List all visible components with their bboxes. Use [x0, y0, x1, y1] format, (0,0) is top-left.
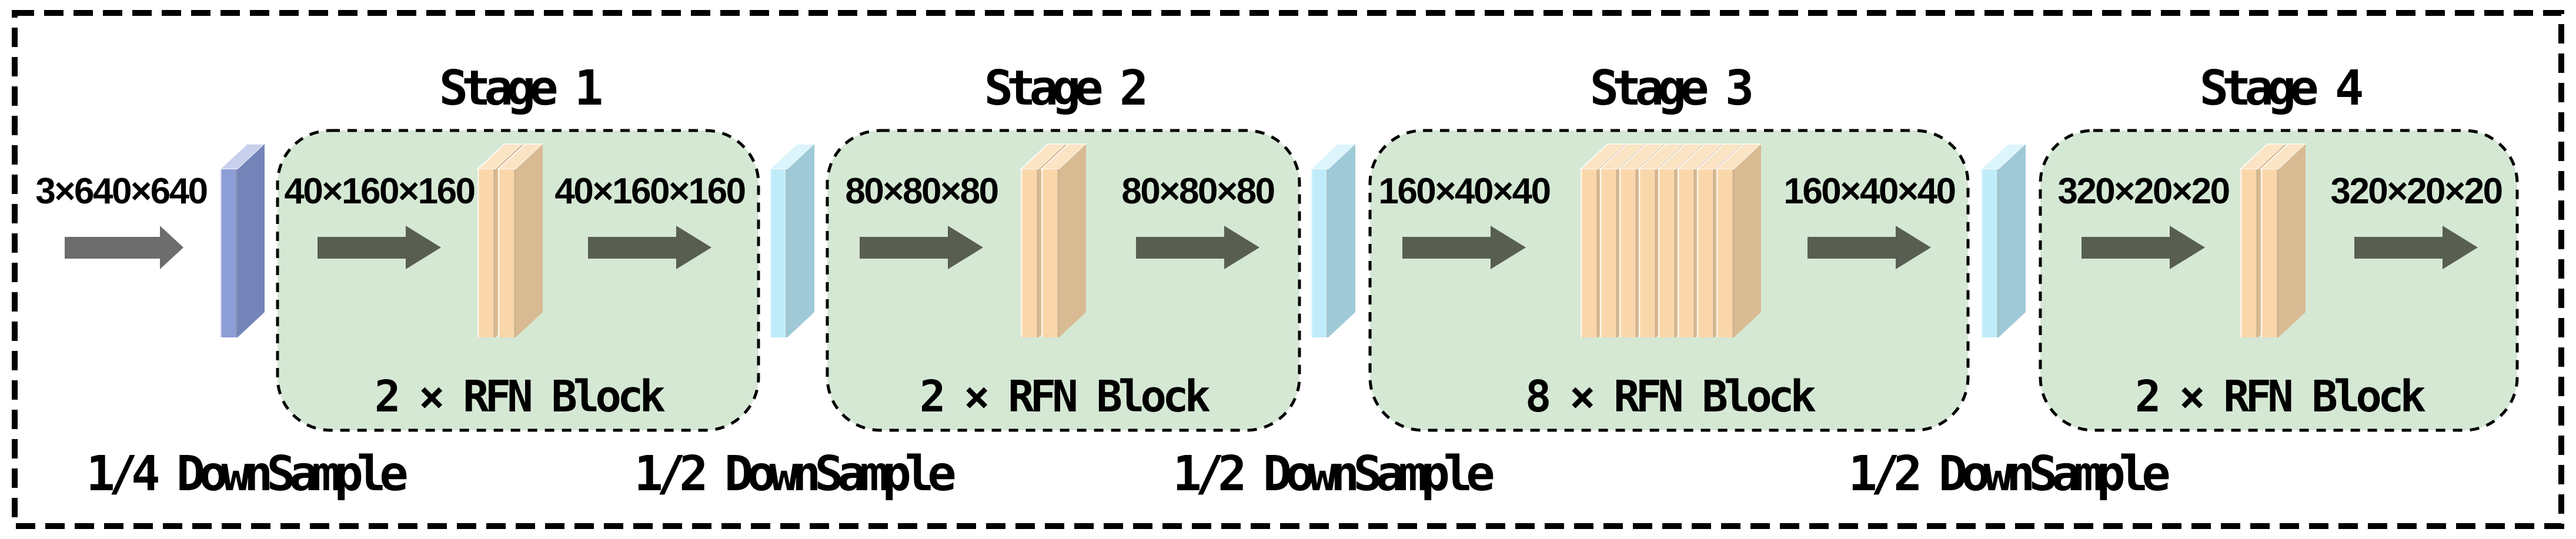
stage-2-arrow-out-icon: [1136, 226, 1259, 269]
stage-3-input-dim: 160×40×40: [1378, 171, 1549, 212]
downsample-label-4: 1/2 DownSample: [1848, 446, 2169, 502]
stage-2-output-dim: 80×80×80: [1121, 171, 1274, 212]
stage-4-arrow-in-icon: [2081, 226, 2205, 269]
stage-4-arrow-out-icon: [2354, 226, 2478, 269]
stage-1-blocks-label: 2 × RFN Block: [375, 371, 666, 422]
stage-1-output-dim: 40×160×160: [554, 171, 744, 212]
stage-2-rfn-slabs: [1020, 143, 1087, 338]
input-dim-label: 3×640×640: [35, 171, 206, 212]
stem-downsample-slab: [219, 143, 265, 338]
stage-2-arrow-in-icon: [860, 226, 983, 269]
downsample-label-3: 1/2 DownSample: [1172, 446, 1493, 502]
stage-4-input-dim: 320×20×20: [2057, 171, 2228, 212]
stage-2-blocks-label: 2 × RFN Block: [920, 371, 1211, 422]
downsample-slab-1: [769, 143, 815, 338]
feature-slab: [1716, 143, 1762, 338]
feature-slab: [2260, 143, 2306, 338]
stage-4-output-dim: 320×20×20: [2330, 171, 2501, 212]
stage-2-title: Stage 2: [984, 61, 1145, 116]
stage-3-rfn-slabs: [1580, 143, 1762, 338]
stage-1-rfn-slabs: [477, 143, 543, 338]
input-arrow-icon: [65, 226, 183, 269]
feature-slab: [497, 143, 543, 338]
stage-4-title: Stage 4: [2200, 61, 2362, 116]
downsample-slab-2: [1310, 143, 1356, 338]
stage-3-title: Stage 3: [1590, 61, 1752, 116]
stage-3-blocks-label: 8 × RFN Block: [1525, 371, 1816, 422]
feature-slab: [1041, 143, 1087, 338]
downsample-label-1: 1/4 DownSample: [86, 446, 406, 502]
stage-3-output-dim: 160×40×40: [1783, 171, 1954, 212]
stage-4-rfn-slabs: [2240, 143, 2306, 338]
stage-3-arrow-out-icon: [1807, 226, 1931, 269]
diagram-border: [12, 10, 2564, 529]
stage-2-input-dim: 80×80×80: [845, 171, 997, 212]
stage-1-input-dim: 40×160×160: [284, 171, 474, 212]
downsample-slab-3: [1980, 143, 2026, 338]
stage-1-arrow-in-icon: [318, 226, 441, 269]
stage-1-arrow-out-icon: [588, 226, 711, 269]
downsample-label-2: 1/2 DownSample: [634, 446, 954, 502]
stage-4-blocks-label: 2 × RFN Block: [2135, 371, 2426, 422]
stage-1-title: Stage 1: [439, 61, 602, 116]
stage-3-arrow-in-icon: [1402, 226, 1526, 269]
